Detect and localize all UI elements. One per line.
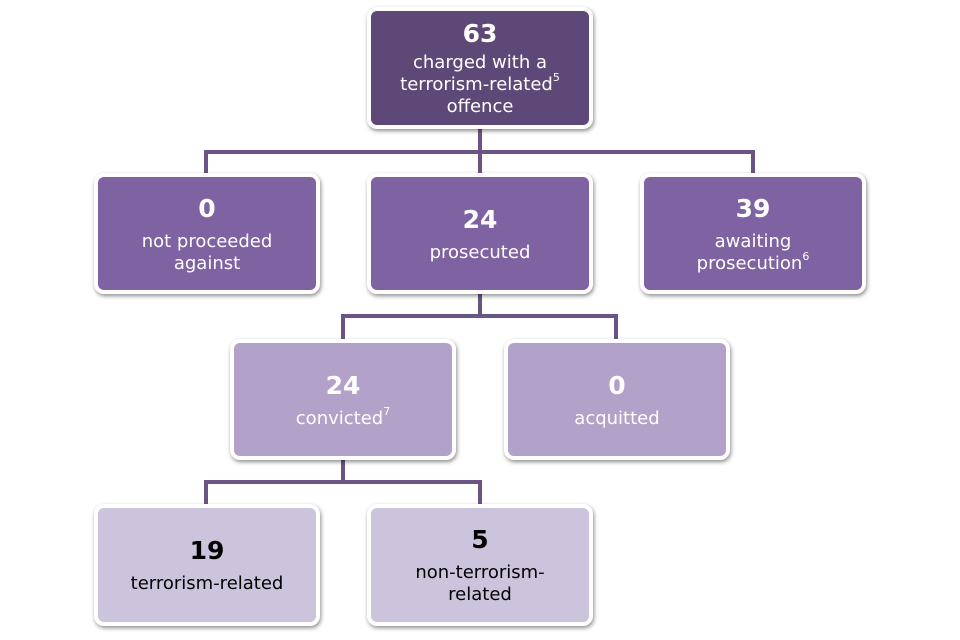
connector-prosecuted-to-level3 xyxy=(341,288,618,345)
node-prosecuted: 24 prosecuted xyxy=(367,173,593,294)
node-non-terrorism-related-label-line2: related xyxy=(448,584,512,605)
node-convicted-value: 24 xyxy=(325,370,361,400)
node-not-proceeded-label-line1: not proceeded xyxy=(141,230,273,252)
node-not-proceeded: 0 not proceeded against xyxy=(94,173,320,294)
node-non-terrorism-related-label: non-terrorism- related xyxy=(415,562,544,606)
node-not-proceeded-value: 0 xyxy=(198,193,216,223)
node-convicted-label: convicted7 xyxy=(295,404,391,430)
node-awaiting-label-line2: prosecution xyxy=(696,252,803,274)
node-terrorism-related-value: 19 xyxy=(189,536,225,565)
node-awaiting-label-line1: awaiting xyxy=(714,230,792,252)
node-acquitted: 0 acquitted xyxy=(504,339,730,460)
footnote-7: 7 xyxy=(383,404,391,418)
node-prosecuted-label: prosecuted xyxy=(429,241,531,263)
node-charged-label-line2: terrorism-related xyxy=(400,74,553,95)
node-not-proceeded-label-line2: against xyxy=(173,252,241,274)
node-non-terrorism-related: 5 non-terrorism- related xyxy=(367,504,593,626)
node-charged: 63 charged with a terrorism-related5 off… xyxy=(367,7,593,129)
connector-charged-to-level2 xyxy=(204,124,755,179)
node-awaiting-value: 39 xyxy=(735,193,771,223)
node-terrorism-related-label: terrorism-related xyxy=(130,573,284,594)
node-charged-label-line1: charged with a xyxy=(412,52,547,73)
node-non-terrorism-related-value: 5 xyxy=(471,525,489,554)
node-acquitted-value: 0 xyxy=(608,370,626,400)
connector-convicted-to-level4 xyxy=(204,456,482,510)
node-non-terrorism-related-label-line1: non-terrorism- xyxy=(415,562,545,583)
node-charged-value: 63 xyxy=(462,19,498,48)
node-prosecuted-value: 24 xyxy=(462,204,498,234)
node-acquitted-label: acquitted xyxy=(574,407,660,429)
footnote-5: 5 xyxy=(552,71,560,84)
node-awaiting: 39 awaiting prosecution6 xyxy=(640,173,866,294)
node-not-proceeded-label: not proceeded against xyxy=(142,231,273,275)
node-terrorism-related: 19 terrorism-related xyxy=(94,504,320,626)
footnote-6: 6 xyxy=(802,249,810,263)
node-awaiting-label: awaiting prosecution6 xyxy=(697,231,810,275)
node-charged-label-line3: offence xyxy=(446,96,514,117)
node-charged-label: charged with a terrorism-related5 offenc… xyxy=(400,52,560,118)
node-convicted-label-text: convicted xyxy=(295,407,384,429)
node-convicted: 24 convicted7 xyxy=(230,339,456,460)
